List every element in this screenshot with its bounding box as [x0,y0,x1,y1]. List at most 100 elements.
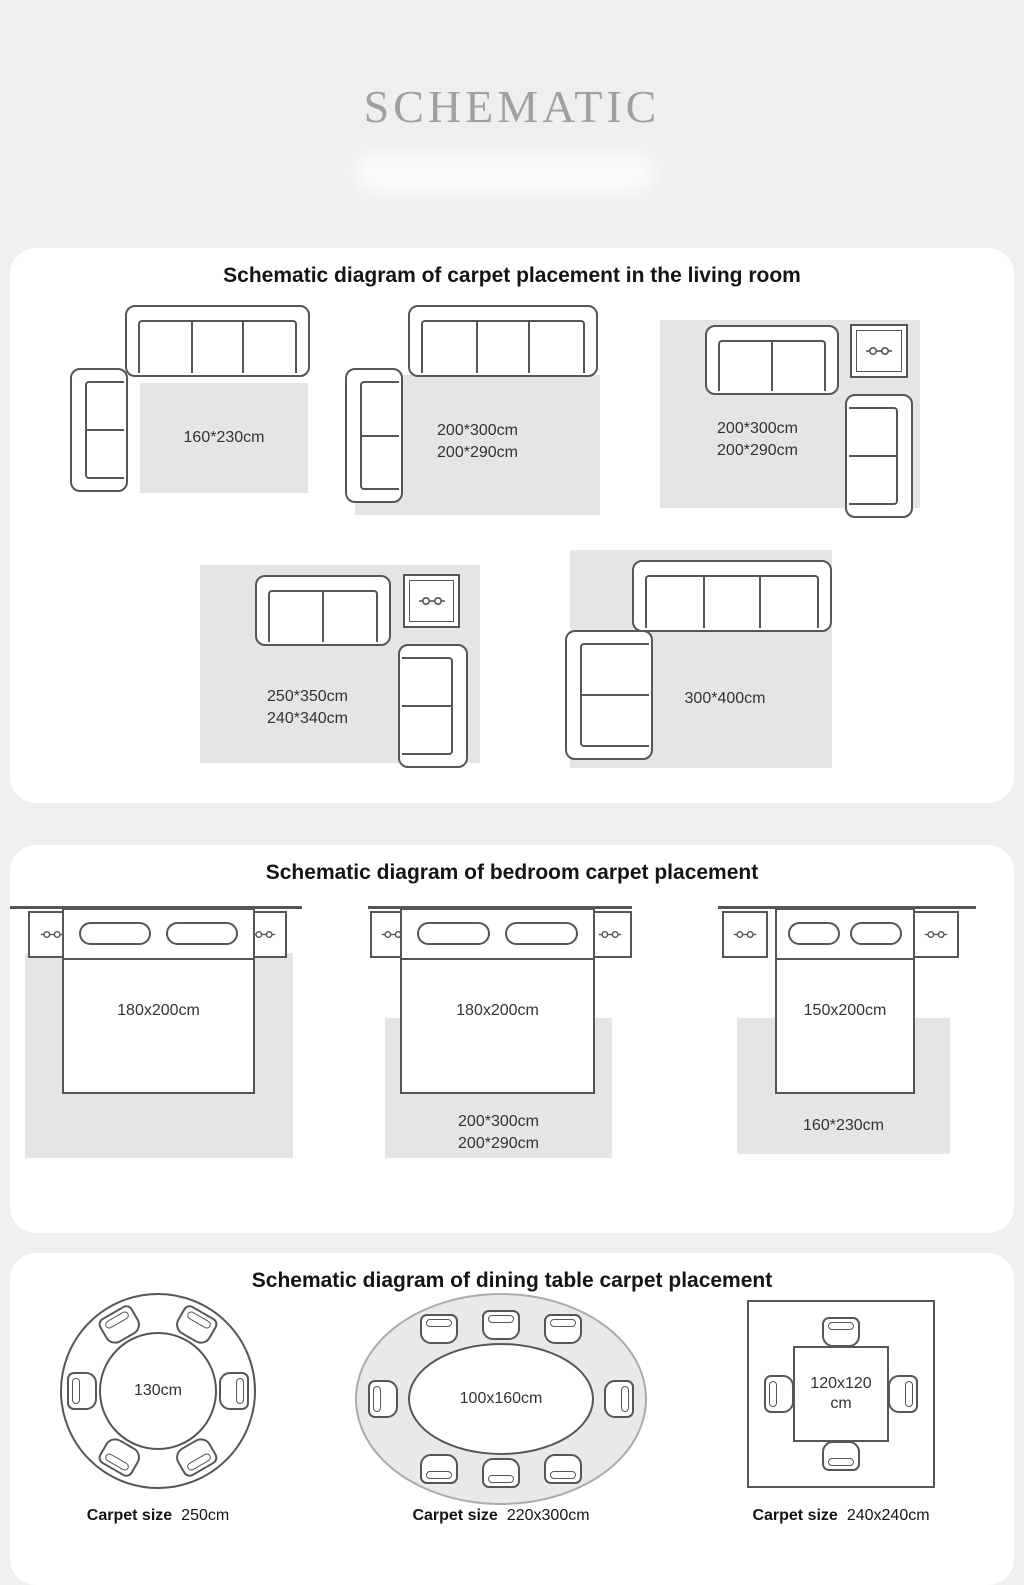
dining-panel: Schematic diagram of dining table carpet… [10,1253,1014,1585]
carpet-size-line: 160*230cm [803,1117,884,1134]
pillow [166,922,238,945]
table-size-label: 120x120 [810,1375,872,1392]
bed: 180x200cm [400,908,595,1094]
carpet-size-line: 300*400cm [684,690,766,707]
sofa-cushions [421,320,585,373]
blanket-line [400,958,595,960]
chair [544,1314,582,1344]
carpet-size-line: 200*300cm [717,420,798,437]
sofa [705,325,839,395]
armchair [398,644,468,768]
bedroom-title: Schematic diagram of bedroom carpet plac… [265,861,759,884]
carpet-size-label: 200*300cm 200*290cm [385,1111,612,1156]
blanket-line [775,958,915,960]
page-title: SCHEMATIC [363,81,661,132]
bed: 150x200cm [775,908,915,1094]
bed-size-label: 180x200cm [456,1002,539,1019]
nightstand [722,911,768,958]
bedroom-diagram-1: 180x200cm [10,845,1014,1233]
carpet-size-line: 160*230cm [183,429,265,446]
chair [822,1317,860,1347]
living-room-diagram-5: 300*400cm [10,248,1014,803]
caption-value: 250cm [181,1507,230,1524]
sofa [125,305,310,377]
bed-size-label: 150x200cm [803,1002,887,1019]
plant-icon [924,931,948,938]
carpet-size-label: 160*230cm [737,1115,950,1137]
sofa [632,560,832,632]
chair [482,1310,520,1340]
carpet-size-line: 200*290cm [437,444,518,462]
bed: 180x200cm [62,908,255,1094]
pillow [850,922,903,945]
armchair-cushions [580,643,649,747]
pillow [505,922,578,945]
bed-size-label: 180x200cm [117,1002,200,1019]
armchair-cushions [360,381,399,490]
armchair [70,368,128,492]
dining-table: 100x160cm [408,1343,594,1455]
armchair [345,368,403,503]
caption-value: 220x300cm [506,1507,590,1524]
carpet-size-caption: Carpet size 220x300cm [351,1507,651,1525]
carpet-size-label: 160*230cm [140,427,308,449]
chair [764,1375,794,1413]
side-table [403,574,460,628]
plant-icon [866,346,892,356]
chair [420,1314,458,1344]
wall-line [10,906,302,909]
pillow [79,922,151,945]
carpet-size-line: 200*290cm [717,442,798,460]
sofa-cushions [268,590,378,642]
armchair-cushions [85,381,124,479]
wall-line [718,906,976,909]
side-table [850,324,908,378]
dining-title: Schematic diagram of dining table carpet… [251,1269,773,1292]
plant-icon [733,931,757,938]
plant-icon [418,596,445,606]
armchair [565,630,653,760]
hero-highlight [355,152,655,194]
living-room-diagram-3: 200*300cm 200*290cm [10,248,1014,803]
plant-icon [40,931,63,938]
pillow [417,922,490,945]
carpet-size-label: 250*350cm 240*340cm [215,686,400,731]
living-room-diagram-4: 250*350cm 240*340cm [10,248,1014,803]
table-size-label: 130cm [133,1382,183,1399]
armchair-cushions [402,657,453,755]
armchair [845,394,913,518]
sofa [408,305,598,377]
carpet-size-label: 200*300cm 200*290cm [665,418,850,463]
caption-value: 240x240cm [846,1507,930,1524]
bedroom-diagram-2: 180x200cm 200*300cm 200*290cm [10,845,1014,1233]
living-room-diagram-2: 200*300cm 200*290cm [10,248,1014,803]
wall-line [368,906,632,909]
carpet [140,383,308,493]
nightstand [913,911,959,958]
sofa-cushions [718,340,826,391]
dining-diagram-oval: 100x160cm Carpet size 220x300cm [10,1253,1014,1585]
sofa-cushions [138,320,297,373]
plant-icon [598,931,621,938]
living-room-title: Schematic diagram of carpet placement in… [223,264,801,287]
carpet-size-caption: Carpet size 250cm [38,1507,278,1525]
caption-label: Carpet size [86,1507,173,1524]
sofa [255,575,391,646]
carpet-size-label: 200*300cm 200*290cm [355,420,600,465]
carpet-size-line: 200*300cm [437,422,518,439]
dining-diagram-round: 130cm Carpet size 250cm [10,1253,1014,1585]
hero: SCHEMATIC [0,0,1024,248]
blanket-line [62,958,255,960]
chair [822,1441,860,1471]
living-room-panel: Schematic diagram of carpet placement in… [10,248,1014,803]
pillow [787,922,840,945]
carpet-size-label: 300*400cm [640,688,810,710]
table-size-label: cm [830,1395,852,1412]
caption-label: Carpet size [412,1507,498,1524]
bedroom-panel: Schematic diagram of bedroom carpet plac… [10,845,1014,1233]
sofa-cushions [645,575,819,628]
carpet-size-line: 200*290cm [458,1135,539,1153]
